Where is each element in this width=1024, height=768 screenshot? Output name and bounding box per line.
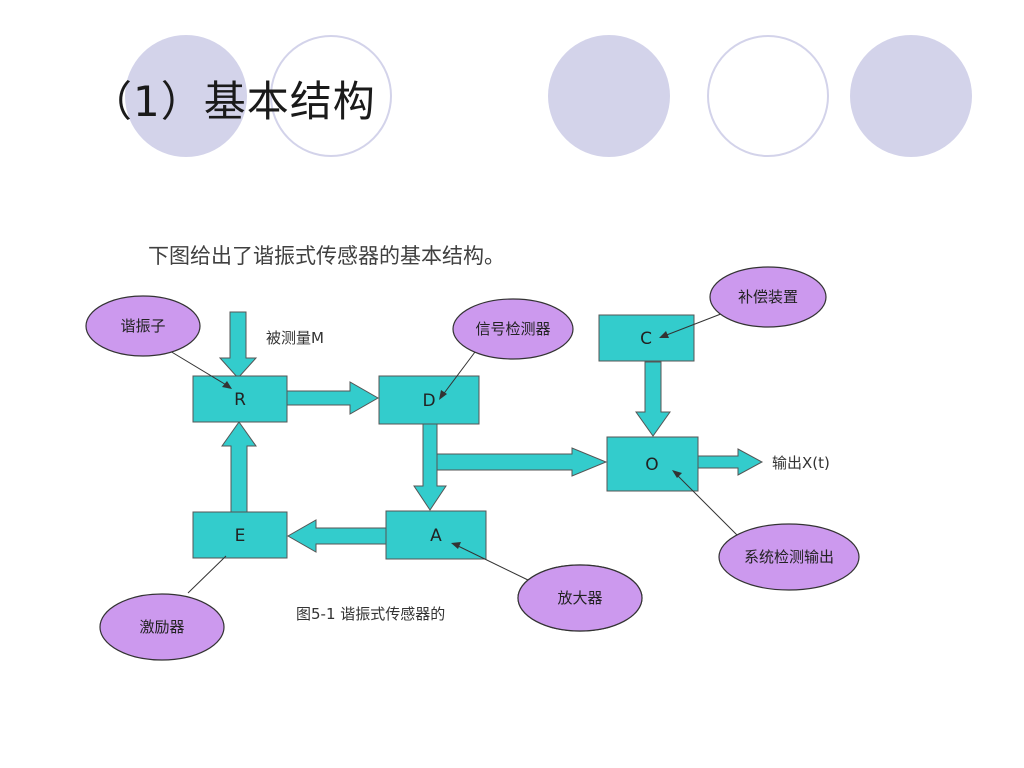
arrow-e-to-r bbox=[221, 421, 257, 513]
pointer-compensator bbox=[663, 311, 727, 337]
box-d bbox=[378, 375, 480, 425]
box-e-label: E bbox=[235, 526, 246, 546]
deco-ring-2 bbox=[707, 35, 829, 157]
box-e bbox=[192, 511, 288, 559]
deco-circle-3 bbox=[850, 35, 972, 157]
arrow-a-to-e bbox=[286, 519, 387, 553]
arrow-c-to-o bbox=[635, 361, 671, 437]
deco-circle-2 bbox=[548, 35, 670, 157]
input-label: 被测量M bbox=[266, 329, 324, 347]
ellipse-amplifier-overlay-label: 放大器 bbox=[557, 589, 602, 607]
output-label: 输出X(t) bbox=[772, 454, 830, 472]
arrow-output bbox=[697, 448, 764, 476]
box-o-label: O bbox=[645, 455, 658, 475]
pointer-exciter bbox=[187, 555, 227, 594]
deco-ring-1 bbox=[270, 35, 392, 157]
ellipse-exciter bbox=[99, 593, 225, 661]
intro-text: 下图给出了谐振式传感器的基本结构。 bbox=[148, 244, 505, 268]
ellipse-output-detector-label: 系统检测输出 bbox=[744, 548, 834, 566]
slide-title: （1）基本结构 bbox=[90, 77, 376, 126]
figure-caption: 图5-1 谐振式传感器的 bbox=[296, 605, 445, 623]
ellipse-output-detector bbox=[718, 523, 860, 591]
ellipse-signal-detector bbox=[452, 298, 574, 360]
pointer-resonator-head bbox=[222, 381, 232, 389]
ellipse-compensator-label: 补偿装置 bbox=[738, 288, 798, 306]
pointer-output-detector-head bbox=[672, 470, 682, 478]
box-a-label: A bbox=[430, 526, 442, 546]
arrow-d-to-a bbox=[413, 423, 447, 511]
pointer-compensator-head bbox=[659, 331, 669, 338]
input-arrow bbox=[218, 311, 258, 379]
ellipse-amplifier-overlay bbox=[517, 564, 643, 632]
pointer-signal-detector bbox=[441, 347, 479, 397]
box-o bbox=[606, 436, 699, 492]
box-r-label: R bbox=[234, 390, 246, 410]
pointer-output-detector bbox=[675, 473, 739, 537]
arrow-d-to-o bbox=[436, 447, 608, 477]
pointer-signal-detector-head bbox=[439, 390, 447, 400]
pointer-amplifier-head bbox=[451, 542, 461, 549]
deco-circle-1 bbox=[125, 35, 247, 157]
box-d-label: D bbox=[422, 391, 435, 411]
ellipse-resonator-label: 谐振子 bbox=[120, 317, 165, 335]
pointer-amplifier bbox=[455, 544, 529, 581]
ellipse-resonator bbox=[85, 295, 201, 357]
box-c bbox=[598, 314, 695, 362]
ellipse-compensator bbox=[709, 266, 827, 328]
box-r bbox=[192, 375, 288, 423]
box-c-label: C bbox=[640, 329, 652, 349]
ellipse-exciter-label: 激励器 bbox=[139, 618, 184, 636]
arrow-r-to-d bbox=[285, 381, 380, 415]
ellipse-signal-detector-label: 信号检测器 bbox=[475, 320, 550, 338]
